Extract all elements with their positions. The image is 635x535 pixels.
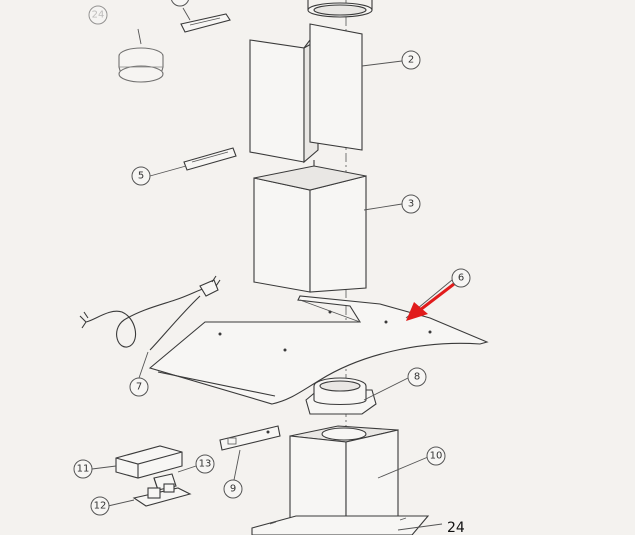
glass-canopy-part-6 <box>148 295 489 405</box>
callout-9: 9 <box>223 479 243 499</box>
callout-24-label: 24 <box>92 10 105 21</box>
lower-chimney-part-3 <box>253 160 367 293</box>
bracket-board-part-12 <box>132 483 192 507</box>
base-plate <box>251 515 430 535</box>
callout-3-label: 3 <box>408 199 414 210</box>
leader-lines <box>91 7 453 507</box>
callout-2-label: 2 <box>408 55 414 66</box>
callout-2: 2 <box>401 50 421 70</box>
callout-12: 12 <box>90 496 110 516</box>
upper-chimney-part-2 <box>249 23 363 164</box>
motor-housing-part-10 <box>289 425 399 531</box>
control-board-part-9 <box>219 425 281 451</box>
callout-13-label: 13 <box>199 459 212 470</box>
callout-10: 10 <box>426 446 446 466</box>
bracket-part-1 <box>180 13 231 33</box>
callout-6: 6 <box>451 268 471 288</box>
top-duct-ring <box>307 0 373 18</box>
callout-8: 8 <box>407 367 427 387</box>
callout-1: 1 <box>170 0 190 7</box>
callout-7-label: 7 <box>136 382 142 393</box>
callout-5-label: 5 <box>138 171 144 182</box>
callout-10-label: 10 <box>430 451 443 462</box>
fan-ring-part-8 <box>305 377 377 415</box>
callout-11: 11 <box>73 459 93 479</box>
power-cord-part-7 <box>79 275 221 351</box>
callout-12-label: 12 <box>94 501 107 512</box>
callout-9-label: 9 <box>230 484 236 495</box>
transformer-part-11 <box>115 445 183 479</box>
callout-6-label: 6 <box>458 273 464 284</box>
callout-3: 3 <box>401 194 421 214</box>
callout-1-label: 1 <box>177 0 183 3</box>
callout-7: 7 <box>129 377 149 397</box>
bottom-label-24: 24 <box>447 520 465 535</box>
highlight-arrow <box>406 282 455 321</box>
callout-24: 24 <box>88 5 108 25</box>
callout-11-label: 11 <box>77 464 90 475</box>
callout-8-label: 8 <box>414 372 420 383</box>
duct-adapter-part-24 <box>118 47 164 83</box>
bracket-part-5 <box>183 147 237 171</box>
callout-13: 13 <box>195 454 215 474</box>
bottom-label-leader <box>397 523 443 531</box>
callout-5: 5 <box>131 166 151 186</box>
